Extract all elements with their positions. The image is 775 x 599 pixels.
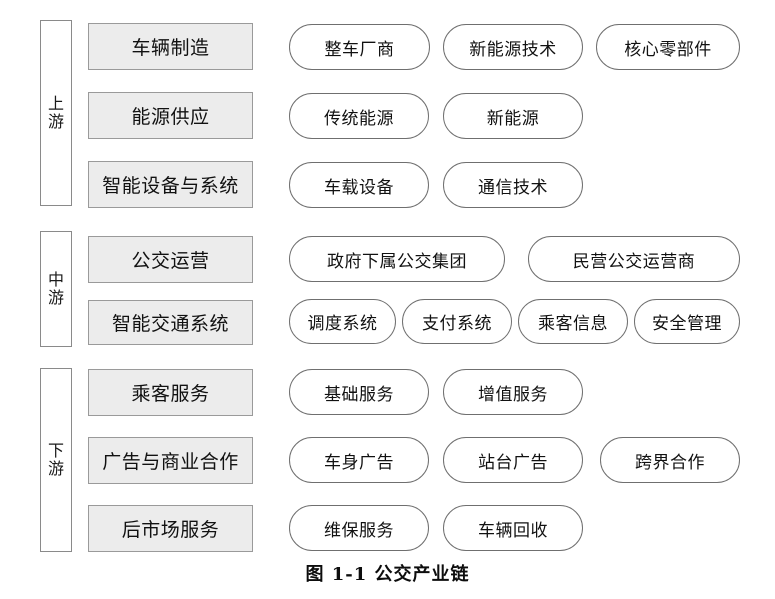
chain-item[interactable]: 跨界合作	[600, 437, 740, 483]
chain-item[interactable]: 新能源	[443, 93, 583, 139]
tier-label-midstream: 中 游	[40, 231, 72, 347]
category-label: 广告与商业合作	[102, 451, 239, 473]
chain-item-label: 核心零部件	[624, 39, 712, 60]
chain-item-label: 车载设备	[324, 177, 394, 198]
chain-item-label: 整车厂商	[324, 39, 395, 60]
category-label: 后市场服务	[121, 519, 220, 541]
chain-item-label: 新能源技术	[469, 39, 557, 60]
chain-item-label: 跨界合作	[635, 452, 705, 473]
chain-item[interactable]: 增值服务	[443, 369, 583, 415]
chain-item[interactable]: 民营公交运营商	[528, 236, 740, 282]
chain-item[interactable]: 新能源技术	[443, 24, 583, 70]
chain-item-label: 车辆回收	[478, 520, 548, 541]
category-box[interactable]: 广告与商业合作	[88, 437, 253, 484]
category-box[interactable]: 后市场服务	[88, 505, 253, 552]
chain-item-label: 站台广告	[478, 452, 548, 473]
category-label: 公交运营	[131, 250, 210, 272]
chain-item-label: 民营公交运营商	[572, 251, 696, 272]
category-box[interactable]: 公交运营	[88, 236, 253, 283]
chain-item-label: 调度系统	[307, 314, 378, 334]
category-box[interactable]: 乘客服务	[88, 369, 253, 416]
chain-item[interactable]: 传统能源	[289, 93, 429, 139]
chain-item[interactable]: 车辆回收	[443, 505, 583, 551]
chain-item-label: 传统能源	[324, 108, 394, 129]
tier-label-text: 中 游	[47, 270, 64, 307]
tier-label-text: 上 游	[47, 94, 64, 131]
chain-item[interactable]: 车身广告	[289, 437, 429, 483]
chain-item[interactable]: 支付系统	[402, 299, 512, 344]
chain-item[interactable]: 核心零部件	[596, 24, 740, 70]
chain-item[interactable]: 调度系统	[289, 299, 396, 344]
chain-item[interactable]: 站台广告	[443, 437, 583, 483]
tier-label-downstream: 下 游	[40, 368, 72, 552]
chain-item[interactable]: 车载设备	[289, 162, 429, 208]
chain-item-label: 新能源	[486, 108, 540, 129]
chain-item-label: 安全管理	[652, 314, 722, 334]
category-box[interactable]: 能源供应	[88, 92, 253, 139]
chain-item[interactable]: 通信技术	[443, 162, 583, 208]
chain-item-label: 乘客信息	[538, 314, 608, 334]
category-box[interactable]: 智能交通系统	[88, 300, 253, 345]
chain-item-label: 车身广告	[324, 452, 394, 473]
chain-item-label: 基础服务	[324, 384, 394, 405]
chain-item[interactable]: 安全管理	[634, 299, 740, 344]
chain-item-label: 政府下属公交集团	[327, 251, 467, 272]
chain-item[interactable]: 基础服务	[289, 369, 429, 415]
category-label: 能源供应	[131, 106, 210, 128]
chain-item[interactable]: 整车厂商	[289, 24, 430, 70]
chain-item-label: 通信技术	[478, 177, 548, 198]
category-box[interactable]: 车辆制造	[88, 23, 253, 70]
figure-caption: 图 1-1 公交产业链	[305, 564, 470, 585]
category-label: 智能设备与系统	[102, 175, 239, 197]
category-label: 智能交通系统	[111, 313, 229, 335]
category-label: 车辆制造	[131, 37, 210, 59]
tier-label-text: 下 游	[47, 441, 64, 478]
category-label: 乘客服务	[131, 383, 210, 405]
chain-item-label: 增值服务	[478, 384, 548, 405]
chain-item-label: 支付系统	[422, 314, 492, 334]
category-box[interactable]: 智能设备与系统	[88, 161, 253, 208]
chain-item[interactable]: 乘客信息	[518, 299, 628, 344]
chain-item[interactable]: 维保服务	[289, 505, 429, 551]
tier-label-upstream: 上 游	[40, 20, 72, 206]
chain-item[interactable]: 政府下属公交集团	[289, 236, 505, 282]
chain-item-label: 维保服务	[324, 520, 394, 541]
